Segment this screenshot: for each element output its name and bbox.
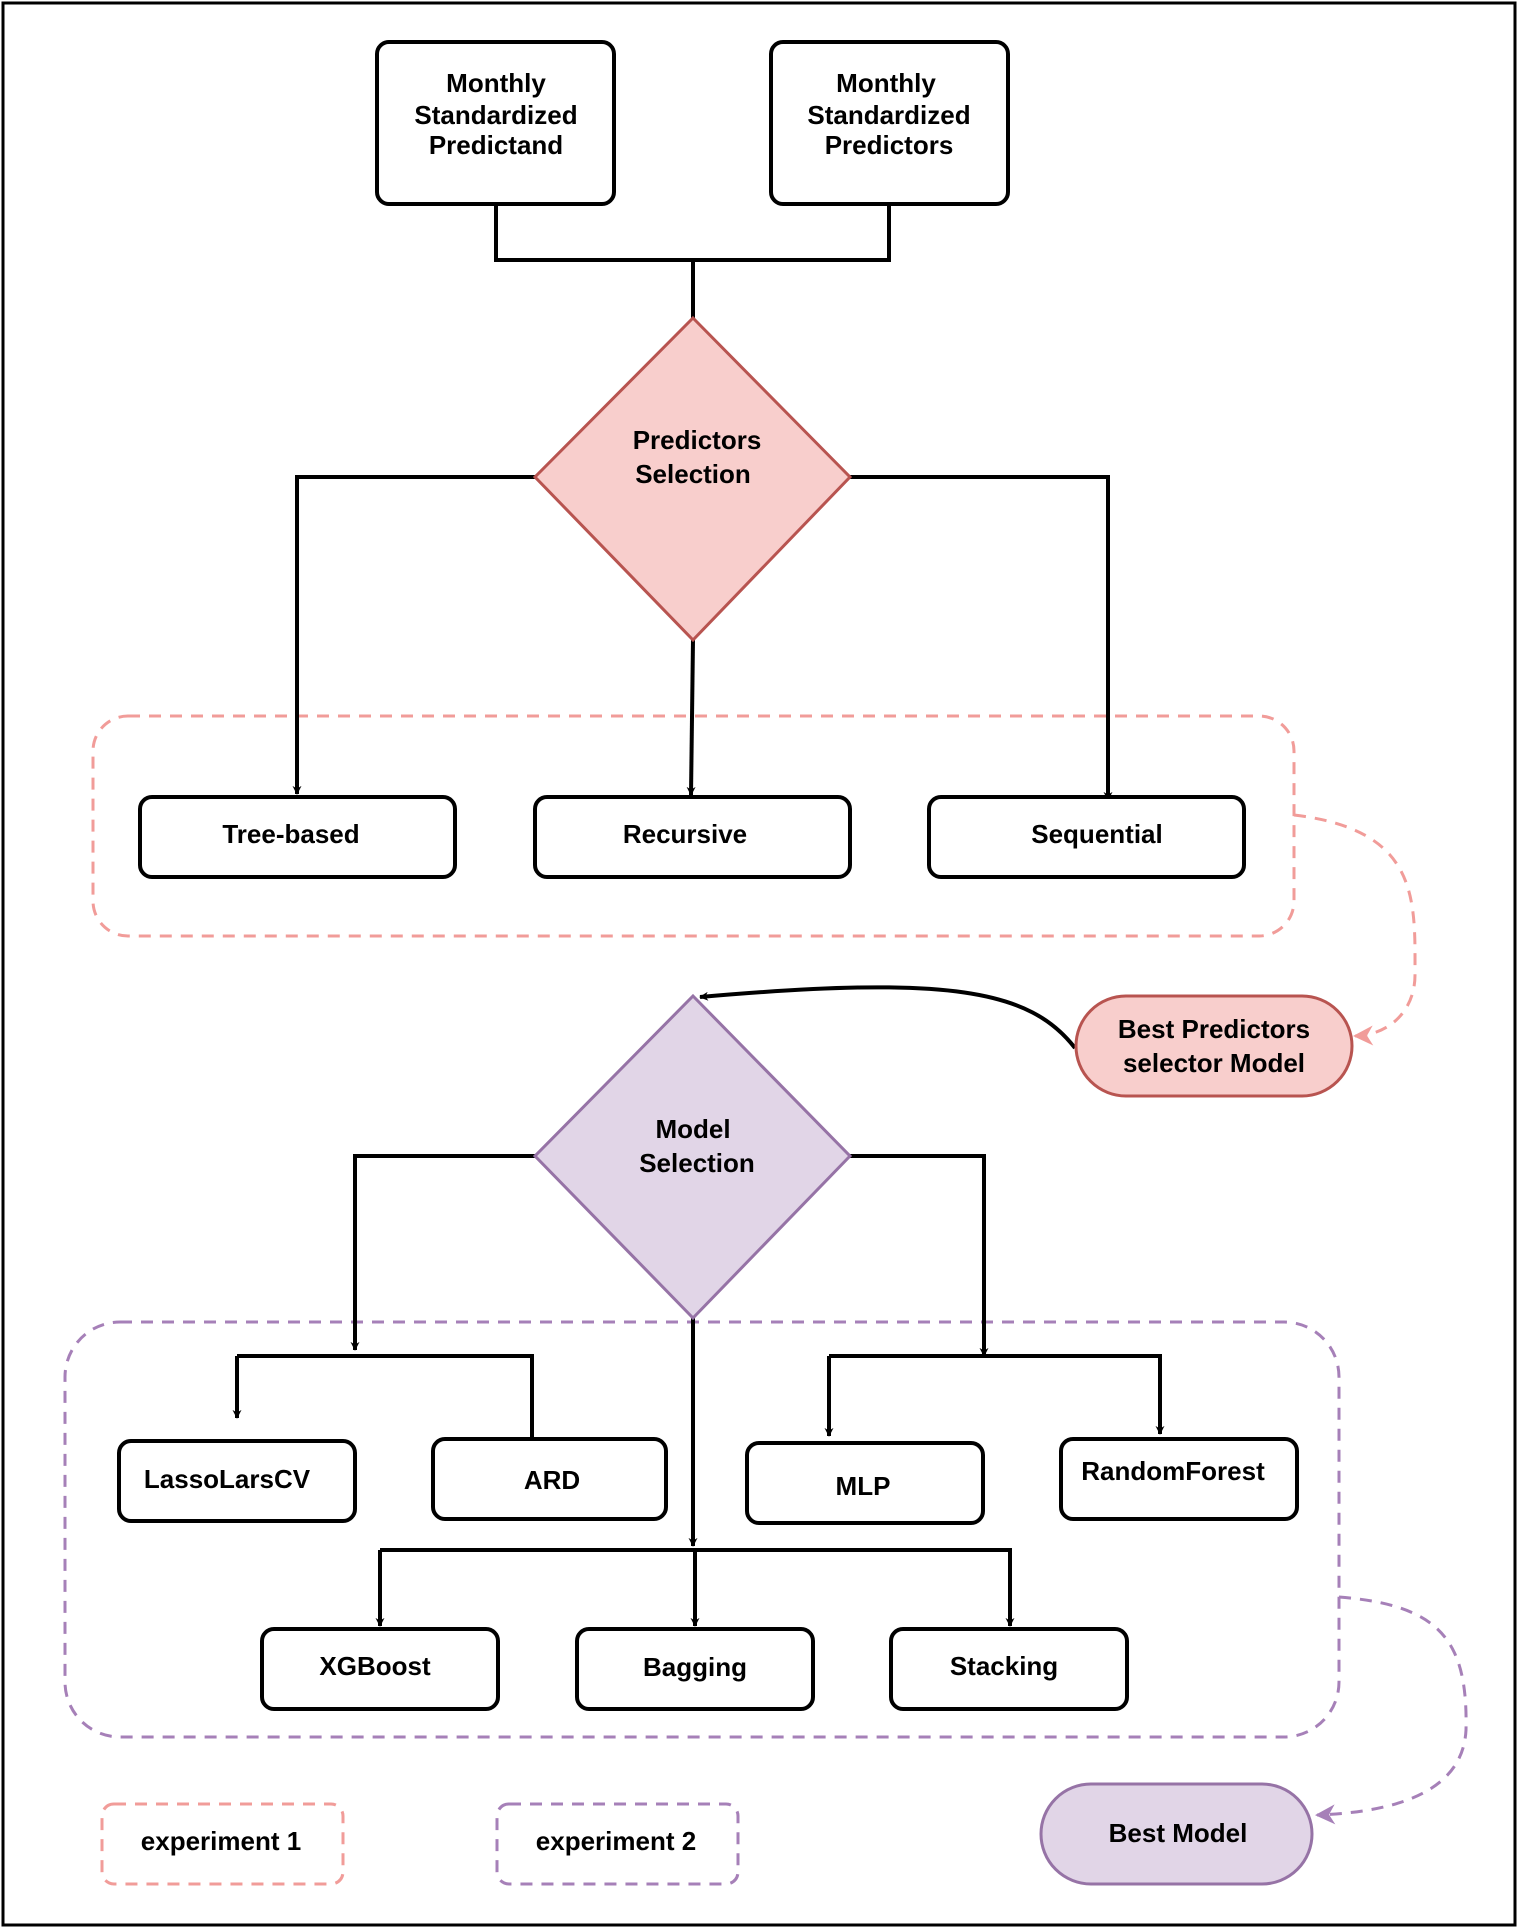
model-selection-line-2: Selection xyxy=(639,1148,755,1178)
method-sequential-label: Sequential xyxy=(1031,819,1162,849)
model-selection-diamond: Model Selection xyxy=(532,993,853,1321)
method-tree-based: Tree-based xyxy=(138,795,457,879)
model-randomforest-label: RandomForest xyxy=(1081,1456,1265,1486)
model-xgboost: XGBoost xyxy=(260,1627,500,1711)
predictors-selection-line-1: Predictors xyxy=(633,425,762,455)
predictors-selection-connectors xyxy=(292,475,1113,801)
model-lassolarscv-label: LassoLarsCV xyxy=(144,1464,311,1494)
model-mlp: MLP xyxy=(745,1441,985,1525)
model-selection-connectors xyxy=(232,1154,1165,1627)
predictors-line-3: Predictors xyxy=(825,130,954,160)
legend-experiment2: experiment 2 xyxy=(495,1802,740,1886)
model-stacking-label: Stacking xyxy=(950,1651,1058,1681)
predictand-line-3: Predictand xyxy=(429,130,563,160)
legend-experiment2-label: experiment 2 xyxy=(536,1826,696,1856)
legend-experiment1: experiment 1 xyxy=(100,1802,345,1886)
best-predictors-node: Best Predictors selector Model xyxy=(1074,994,1354,1098)
predictand-line-2: Standardized xyxy=(414,100,577,130)
model-bagging: Bagging xyxy=(575,1627,815,1711)
model-randomforest: RandomForest xyxy=(1059,1437,1299,1521)
predictors-line-1: Monthly xyxy=(836,68,936,98)
best-model-label: Best Model xyxy=(1109,1818,1248,1848)
model-xgboost-label: XGBoost xyxy=(319,1651,431,1681)
model-stacking: Stacking xyxy=(889,1627,1129,1711)
best-model-node: Best Model xyxy=(1039,1782,1314,1886)
model-ard: ARD xyxy=(431,1437,668,1521)
predictors-selection-line-2: Selection xyxy=(635,459,751,489)
experiment1-group xyxy=(91,714,1296,938)
method-recursive-label: Recursive xyxy=(623,819,747,849)
model-lassolarscv: LassoLarsCV xyxy=(117,1439,357,1523)
predictors-selection-diamond: Predictors Selection xyxy=(532,315,853,643)
model-ard-label: ARD xyxy=(524,1465,580,1495)
legend-experiment1-label: experiment 1 xyxy=(141,1826,301,1856)
predictors-box: Monthly Standardized Predictors xyxy=(769,40,1010,206)
model-mlp-label: MLP xyxy=(836,1471,891,1501)
model-selection-line-1: Model xyxy=(655,1114,730,1144)
exp2-to-best-model-arrow xyxy=(1315,1595,1468,1825)
best-predictors-to-model-selection-arrow xyxy=(699,985,1077,1050)
predictors-line-2: Standardized xyxy=(807,100,970,130)
method-tree-based-label: Tree-based xyxy=(222,819,359,849)
predictand-box: Monthly Standardized Predictand xyxy=(375,40,616,206)
method-recursive: Recursive xyxy=(533,795,852,879)
best-predictors-line-2: selector Model xyxy=(1123,1048,1305,1078)
predictand-line-1: Monthly xyxy=(446,68,546,98)
best-predictors-line-1: Best Predictors xyxy=(1118,1014,1310,1044)
method-sequential: Sequential xyxy=(927,795,1246,879)
model-bagging-label: Bagging xyxy=(643,1652,747,1682)
input-connectors xyxy=(494,204,891,318)
